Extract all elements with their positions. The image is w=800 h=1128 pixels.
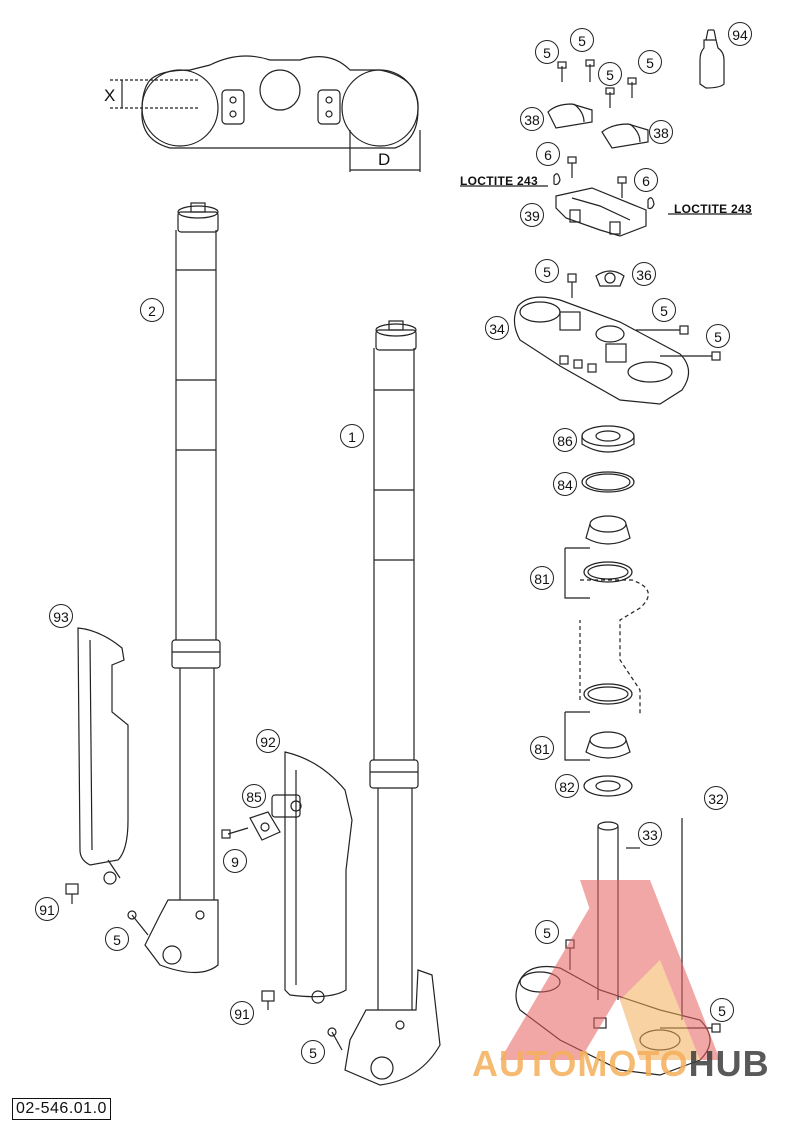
part-label-93: 93 (49, 604, 73, 628)
part-label-38: 38 (649, 120, 673, 144)
fork-guard-93 (77, 627, 129, 885)
part-label-5: 5 (570, 28, 594, 52)
part-label-5: 5 (301, 1040, 325, 1064)
part-label-5: 5 (638, 50, 662, 74)
part-label-81: 81 (530, 736, 554, 760)
watermark-text-part-a: AUTOMOTO (472, 1043, 689, 1084)
drawing-reference-code: 02-546.01.0 (12, 1098, 111, 1120)
bearings-seals (564, 425, 649, 797)
part-label-5: 5 (535, 259, 559, 283)
part-label-36: 36 (632, 262, 656, 286)
part-label-5: 5 (710, 998, 734, 1022)
part-label-82: 82 (555, 774, 579, 798)
watermark-logo (500, 880, 720, 1060)
dimension-x-label: X (104, 86, 116, 105)
part-label-92: 92 (256, 729, 280, 753)
part-label-84: 84 (553, 472, 577, 496)
part-label-5: 5 (598, 62, 622, 86)
part-label-9: 9 (223, 849, 247, 873)
fork-leg-1 (344, 320, 441, 1086)
part-label-33: 33 (638, 822, 662, 846)
loctite-note-right: LOCTITE 243 (674, 202, 752, 216)
watermark-text-part-b: HUB (688, 1043, 770, 1084)
part-label-81: 81 (530, 566, 554, 590)
screws-left (65, 883, 343, 1051)
part-label-5: 5 (535, 920, 559, 944)
part-label-2: 2 (140, 298, 164, 322)
upper-triple-clamp-34 (513, 270, 721, 405)
watermark-text: AUTOMOTOHUB (472, 1043, 770, 1085)
part-label-86: 86 (553, 428, 577, 452)
part-label-6: 6 (536, 142, 560, 166)
fork-guard-92 (271, 751, 353, 1004)
dimension-d-label: D (378, 150, 391, 169)
bar-holder-39 (460, 156, 752, 237)
part-label-34: 34 (485, 316, 509, 340)
handlebar-clamps-38 (547, 103, 649, 149)
part-label-91: 91 (35, 897, 59, 921)
part-label-6: 6 (634, 168, 658, 192)
fork-leg-2 (144, 202, 221, 974)
loctite-note-left: LOCTITE 243 (460, 174, 538, 188)
part-label-5: 5 (535, 40, 559, 64)
part-label-85: 85 (242, 784, 266, 808)
part-label-39: 39 (520, 203, 544, 227)
part-label-5: 5 (706, 324, 730, 348)
part-label-5: 5 (105, 927, 129, 951)
upper-triple-clamp-topview (110, 55, 421, 172)
part-label-91: 91 (230, 1001, 254, 1025)
cable-clamp-85 (221, 811, 281, 841)
part-label-94: 94 (728, 22, 752, 46)
part-label-38: 38 (520, 107, 544, 131)
screws-top-right (557, 29, 725, 108)
part-label-1: 1 (340, 424, 364, 448)
part-label-32: 32 (704, 786, 728, 810)
part-label-5: 5 (652, 298, 676, 322)
